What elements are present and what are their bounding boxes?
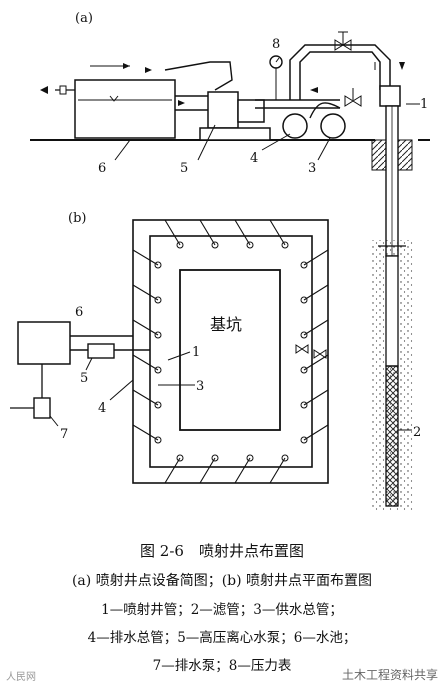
wellpoints (154, 241, 308, 462)
label-b-4: 4 (98, 401, 106, 416)
label-8: 8 (272, 37, 280, 52)
supply-header (149, 235, 313, 468)
label-3: 3 (308, 161, 316, 176)
figure-title: 图 2-6 喷射井点布置图 (140, 542, 304, 560)
legend-line-3: 7—排水泵；8—压力表 (152, 658, 292, 674)
panel-a-label: (a) (75, 11, 93, 26)
part-b: (b) 基坑 (10, 211, 329, 484)
panel-b-label: (b) (68, 211, 86, 226)
pressure-gauge (269, 55, 283, 100)
part-a: (a) (30, 11, 430, 510)
legend-line-2: 4—排水总管；5—高压离心水泵；6—水池； (87, 630, 357, 646)
label-4: 4 (250, 151, 258, 166)
filter-tube (385, 365, 399, 507)
drain-header (132, 219, 329, 484)
pump-drum-4 (282, 113, 308, 139)
label-5: 5 (180, 161, 188, 176)
label-b-3: 3 (196, 379, 204, 394)
wellpoint-links (132, 219, 329, 484)
pit-label: 基坑 (210, 315, 242, 334)
label-b-1: 1 (192, 345, 200, 360)
label-b-5: 5 (80, 371, 88, 386)
label-b-7: 7 (60, 427, 68, 442)
watermark-left: 人民网 (6, 672, 36, 683)
pump-drum-3 (320, 113, 346, 139)
high-pressure-pump (199, 91, 271, 141)
drain-pump (33, 397, 51, 419)
water-tank (40, 63, 176, 139)
centrifugal-pump (87, 343, 115, 359)
watermark-right: 土木工程资料共享 (341, 668, 438, 682)
figure-subtitle: (a) 喷射井点设备简图；(b) 喷射井点平面布置图 (71, 573, 373, 589)
label-2: 2 (413, 425, 421, 440)
label-1: 1 (420, 97, 428, 112)
legend-line-1: 1—喷射井管；2—滤管；3—供水总管； (101, 602, 343, 618)
jet-wellpoint-diagram: (a) (10, 11, 430, 510)
pool (17, 321, 71, 365)
label-b-6: 6 (75, 305, 83, 320)
foundation-pit (179, 269, 281, 431)
label-6: 6 (98, 161, 106, 176)
